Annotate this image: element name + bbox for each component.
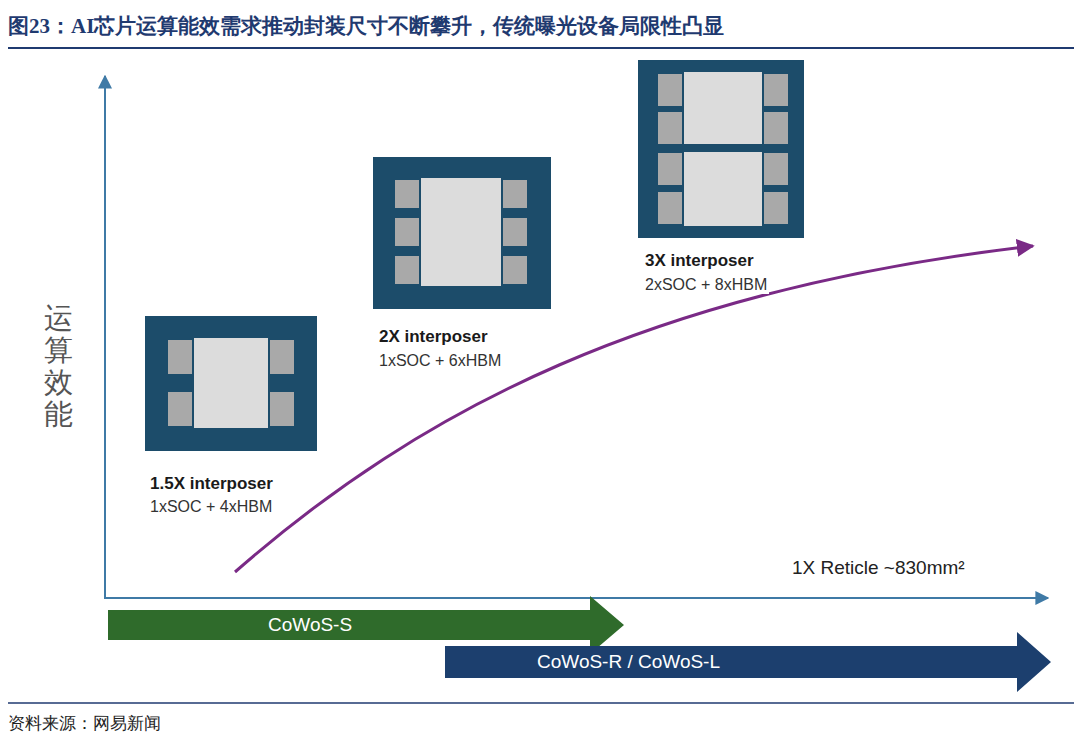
hbm-die xyxy=(395,218,419,246)
package-name: 1.5X interposer xyxy=(148,474,275,494)
source-note: 资料来源：网易新闻 xyxy=(8,712,161,735)
package-config: 1xSOC + 6xHBM xyxy=(377,352,503,370)
package-config: 2xSOC + 8xHBM xyxy=(643,276,769,294)
hbm-die xyxy=(658,74,682,106)
band-label: CoWoS-R / CoWoS-L xyxy=(537,651,720,673)
hbm-die xyxy=(270,340,294,374)
y-axis xyxy=(104,76,106,598)
band-fill xyxy=(108,596,624,654)
chart-title: 图23：AI芯片运算能效需求推动封装尺寸不断攀升，传统曝光设备局限性凸显 xyxy=(8,12,724,40)
hbm-die xyxy=(503,256,527,284)
soc-die xyxy=(421,178,501,286)
hbm-die xyxy=(270,392,294,426)
source-rule xyxy=(8,702,1074,704)
package-name: 2X interposer xyxy=(377,327,490,347)
package-config: 1xSOC + 4xHBM xyxy=(148,498,274,516)
interposer xyxy=(638,60,804,238)
soc-die xyxy=(684,72,762,144)
soc-die xyxy=(194,338,268,428)
interposer xyxy=(373,157,551,309)
package-figure xyxy=(145,316,317,451)
band-fill xyxy=(445,632,1051,692)
hbm-die xyxy=(658,153,682,185)
hbm-die xyxy=(764,112,788,144)
package-figure xyxy=(373,157,551,309)
hbm-die xyxy=(168,392,192,426)
hbm-die xyxy=(658,112,682,144)
hbm-die xyxy=(503,180,527,208)
x-axis xyxy=(104,597,1048,599)
hbm-die xyxy=(168,340,192,374)
y-axis-label: 运算效能 xyxy=(44,303,73,431)
soc-die xyxy=(684,152,762,226)
title-rule xyxy=(8,47,1074,49)
band-label: CoWoS-S xyxy=(268,614,352,636)
trend-curve xyxy=(235,246,1033,572)
hbm-die xyxy=(395,180,419,208)
band-shape xyxy=(108,596,624,654)
hbm-die xyxy=(503,218,527,246)
band-arrow: CoWoS-S xyxy=(108,596,624,654)
band-arrow: CoWoS-R / CoWoS-L xyxy=(445,632,1051,692)
package-name: 3X interposer xyxy=(643,251,756,271)
hbm-die xyxy=(764,192,788,224)
hbm-die xyxy=(395,256,419,284)
interposer xyxy=(145,316,317,451)
hbm-die xyxy=(764,74,788,106)
package-figure xyxy=(638,60,804,238)
hbm-die xyxy=(658,192,682,224)
band-shape xyxy=(445,632,1051,692)
reticle-note: 1X Reticle ~830mm² xyxy=(790,557,967,579)
hbm-die xyxy=(764,153,788,185)
